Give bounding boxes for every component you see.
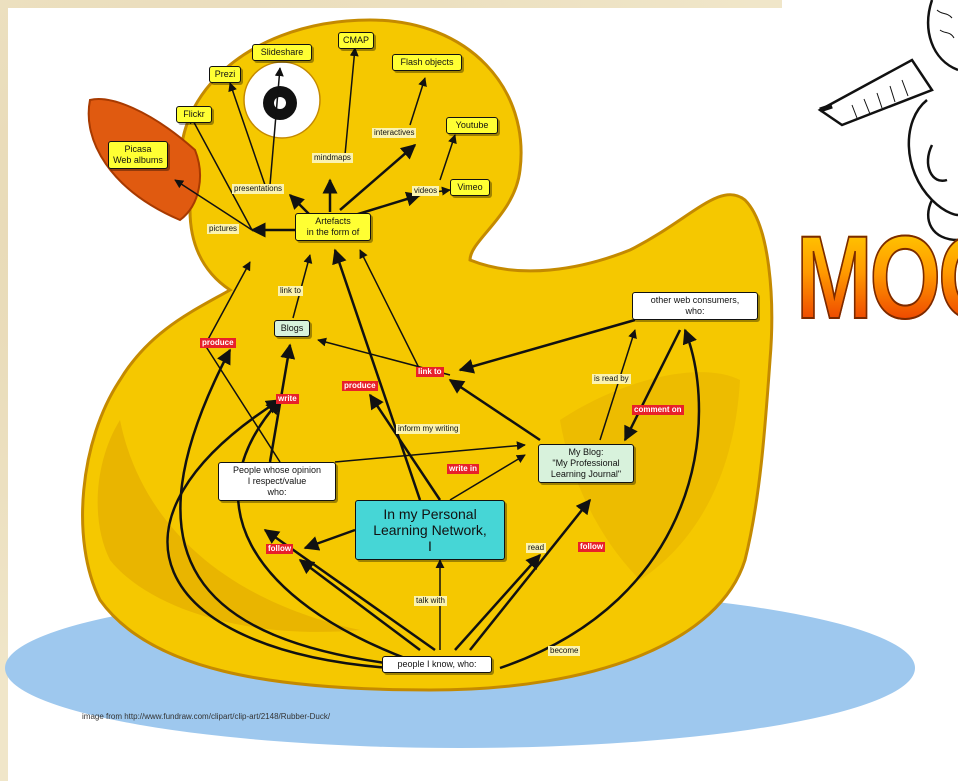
label-read: read — [526, 543, 547, 553]
label-interactives: interactives — [372, 128, 417, 138]
node-people-i-know: people I know, who: — [382, 656, 492, 673]
label-inform-my-writing: inform my writing — [396, 424, 461, 434]
node-youtube: Youtube — [446, 117, 498, 134]
label-talk-with: talk with — [414, 596, 447, 606]
node-artefacts: Artefacts in the form of — [295, 213, 371, 241]
node-flash-objects: Flash objects — [392, 54, 462, 71]
node-other-consumers: other web consumers, who: — [632, 292, 758, 320]
label-produce-left: produce — [200, 338, 236, 348]
node-people-opinion: People whose opinion I respect/value who… — [218, 462, 336, 501]
node-prezi: Prezi — [209, 66, 241, 83]
label-link-to-upper: link to — [278, 286, 303, 296]
node-slideshare: Slideshare — [252, 44, 312, 61]
duck-eye-highlight — [274, 97, 286, 109]
label-mindmaps: mindmaps — [312, 153, 353, 163]
character-sketch — [817, 0, 958, 242]
node-picasa: Picasa Web albums — [108, 141, 168, 169]
label-follow-left: follow — [266, 544, 294, 554]
label-is-read-by: is read by — [592, 374, 631, 384]
label-become: become — [548, 646, 581, 656]
mooc-banner-text: MOOC — [795, 217, 958, 339]
label-write-in: write in — [447, 464, 480, 474]
label-write: write — [276, 394, 299, 404]
label-videos: videos — [412, 186, 440, 196]
node-my-blog: My Blog: "My Professional Learning Journ… — [538, 444, 634, 483]
image-credit: image from http://www.fundraw.com/clipar… — [82, 712, 331, 721]
label-produce-mid: produce — [342, 381, 378, 391]
node-center: In my Personal Learning Network, I — [355, 500, 505, 560]
node-vimeo: Vimeo — [450, 179, 490, 196]
label-link-to: link to — [416, 367, 444, 377]
label-pictures: pictures — [207, 224, 240, 234]
node-blogs: Blogs — [274, 320, 310, 337]
node-cmap: CMAP — [338, 32, 374, 49]
duck-body-shading — [97, 420, 360, 632]
mooc-panel: MOOC — [782, 0, 958, 640]
label-comment-on: comment on — [632, 405, 684, 415]
label-follow-right: follow — [578, 542, 606, 552]
node-flickr: Flickr — [176, 106, 212, 123]
label-presentations: presentations — [232, 184, 285, 194]
